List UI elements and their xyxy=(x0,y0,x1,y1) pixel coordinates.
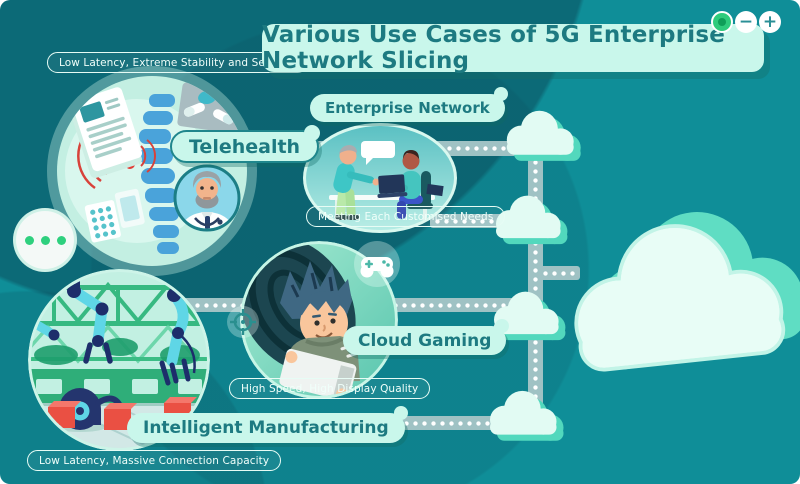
page-title: Various Use Cases of 5G Enterprise Netwo… xyxy=(262,22,726,74)
cloud-icon xyxy=(490,390,564,441)
telehealth-info-text: Low Latency, Extreme Stability and Secur… xyxy=(59,56,296,69)
gaming-info-text: High Speed, High Display Quality xyxy=(241,382,419,395)
title-banner: Various Use Cases of 5G Enterprise Netwo… xyxy=(262,22,764,74)
pill-dot xyxy=(393,406,408,420)
gamepad-icon xyxy=(354,241,400,287)
pill-dot xyxy=(495,319,510,333)
spine-xray-icon xyxy=(139,94,179,254)
telehealth-label: Telehealth xyxy=(170,125,321,163)
cloud-gaming-label-text: Cloud Gaming xyxy=(358,330,492,351)
telehealth-illustration xyxy=(57,76,247,266)
enterprise-info-text: Meeting Each Customised Needs xyxy=(318,210,494,223)
add-glyph: + xyxy=(762,11,778,32)
dot xyxy=(56,235,66,245)
clipboard-icon xyxy=(70,87,143,179)
record-dot xyxy=(718,18,726,26)
robot-arm-icon xyxy=(159,288,196,386)
pill-dot xyxy=(304,125,321,141)
manufacturing-info-text: Low Latency, Massive Connection Capacity xyxy=(39,454,270,467)
dot xyxy=(40,235,50,245)
chat-ellipsis-icon xyxy=(13,208,77,272)
cloud-gaming-label: Cloud Gaming xyxy=(343,319,510,355)
record-icon[interactable] xyxy=(711,11,733,33)
enterprise-info-badge: Meeting Each Customised Needs xyxy=(306,206,506,227)
dot xyxy=(24,235,34,245)
manufacturing-illustration xyxy=(28,269,210,451)
minimize-icon[interactable]: − xyxy=(735,11,757,33)
big-cloud-icon xyxy=(574,212,800,372)
laptop-icon xyxy=(426,183,444,197)
speech-bubble-icon xyxy=(361,141,395,165)
network-pipe-to-cloud xyxy=(538,266,580,280)
cloud-gaming-illustration xyxy=(240,241,398,399)
add-icon[interactable]: + xyxy=(759,11,781,33)
pipe-dashes xyxy=(543,270,575,276)
intelligent-manufacturing-label: Intelligent Manufacturing xyxy=(127,406,408,443)
telehealth-label-text: Telehealth xyxy=(189,135,301,158)
blister-pack-icon xyxy=(84,188,145,243)
cloud-icon xyxy=(506,110,581,161)
telehealth-info-badge: Low Latency, Extreme Stability and Secur… xyxy=(47,52,308,73)
manufacturing-info-badge: Low Latency, Massive Connection Capacity xyxy=(27,450,282,471)
doctor-avatar xyxy=(173,164,241,232)
pill-dot xyxy=(493,87,508,101)
enterprise-network-label-text: Enterprise Network xyxy=(325,99,490,117)
crosshair-icon xyxy=(227,306,259,338)
minimize-glyph: − xyxy=(738,11,754,32)
enterprise-network-label: Enterprise Network xyxy=(310,87,508,122)
intelligent-manufacturing-label-text: Intelligent Manufacturing xyxy=(143,418,389,438)
laptop-icon xyxy=(377,174,408,198)
gaming-info-badge: High Speed, High Display Quality xyxy=(229,378,431,399)
pipe-dashes xyxy=(533,151,538,429)
cloud-icon xyxy=(496,195,568,245)
